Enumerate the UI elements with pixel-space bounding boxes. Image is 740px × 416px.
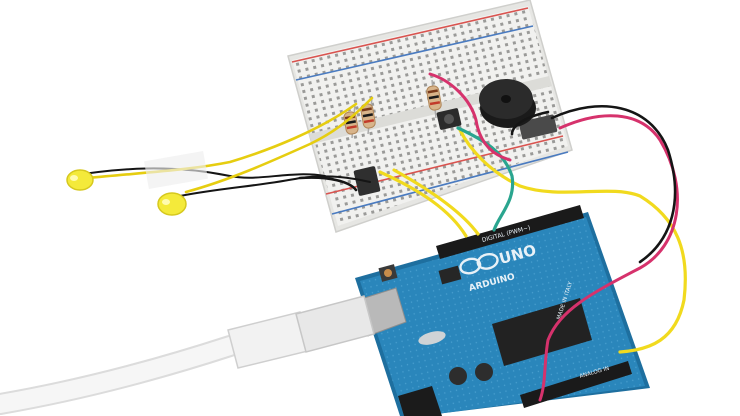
dc-power-jack	[398, 386, 442, 416]
led-yellow-1	[66, 169, 94, 191]
rail-bottom-blue	[331, 151, 569, 215]
resistor-2	[360, 97, 376, 135]
usb-cable	[0, 295, 375, 415]
wires	[69, 72, 687, 402]
rail-top-red	[291, 7, 529, 63]
resistor-3	[426, 79, 442, 119]
led-yellow-2	[157, 192, 187, 216]
rail-top-blue	[295, 25, 534, 81]
piezo-buzzer	[479, 79, 536, 128]
arduino-uno-board: ARDUINO UNO DIGITAL (PWM~) MADE IN ITALY…	[355, 205, 650, 416]
